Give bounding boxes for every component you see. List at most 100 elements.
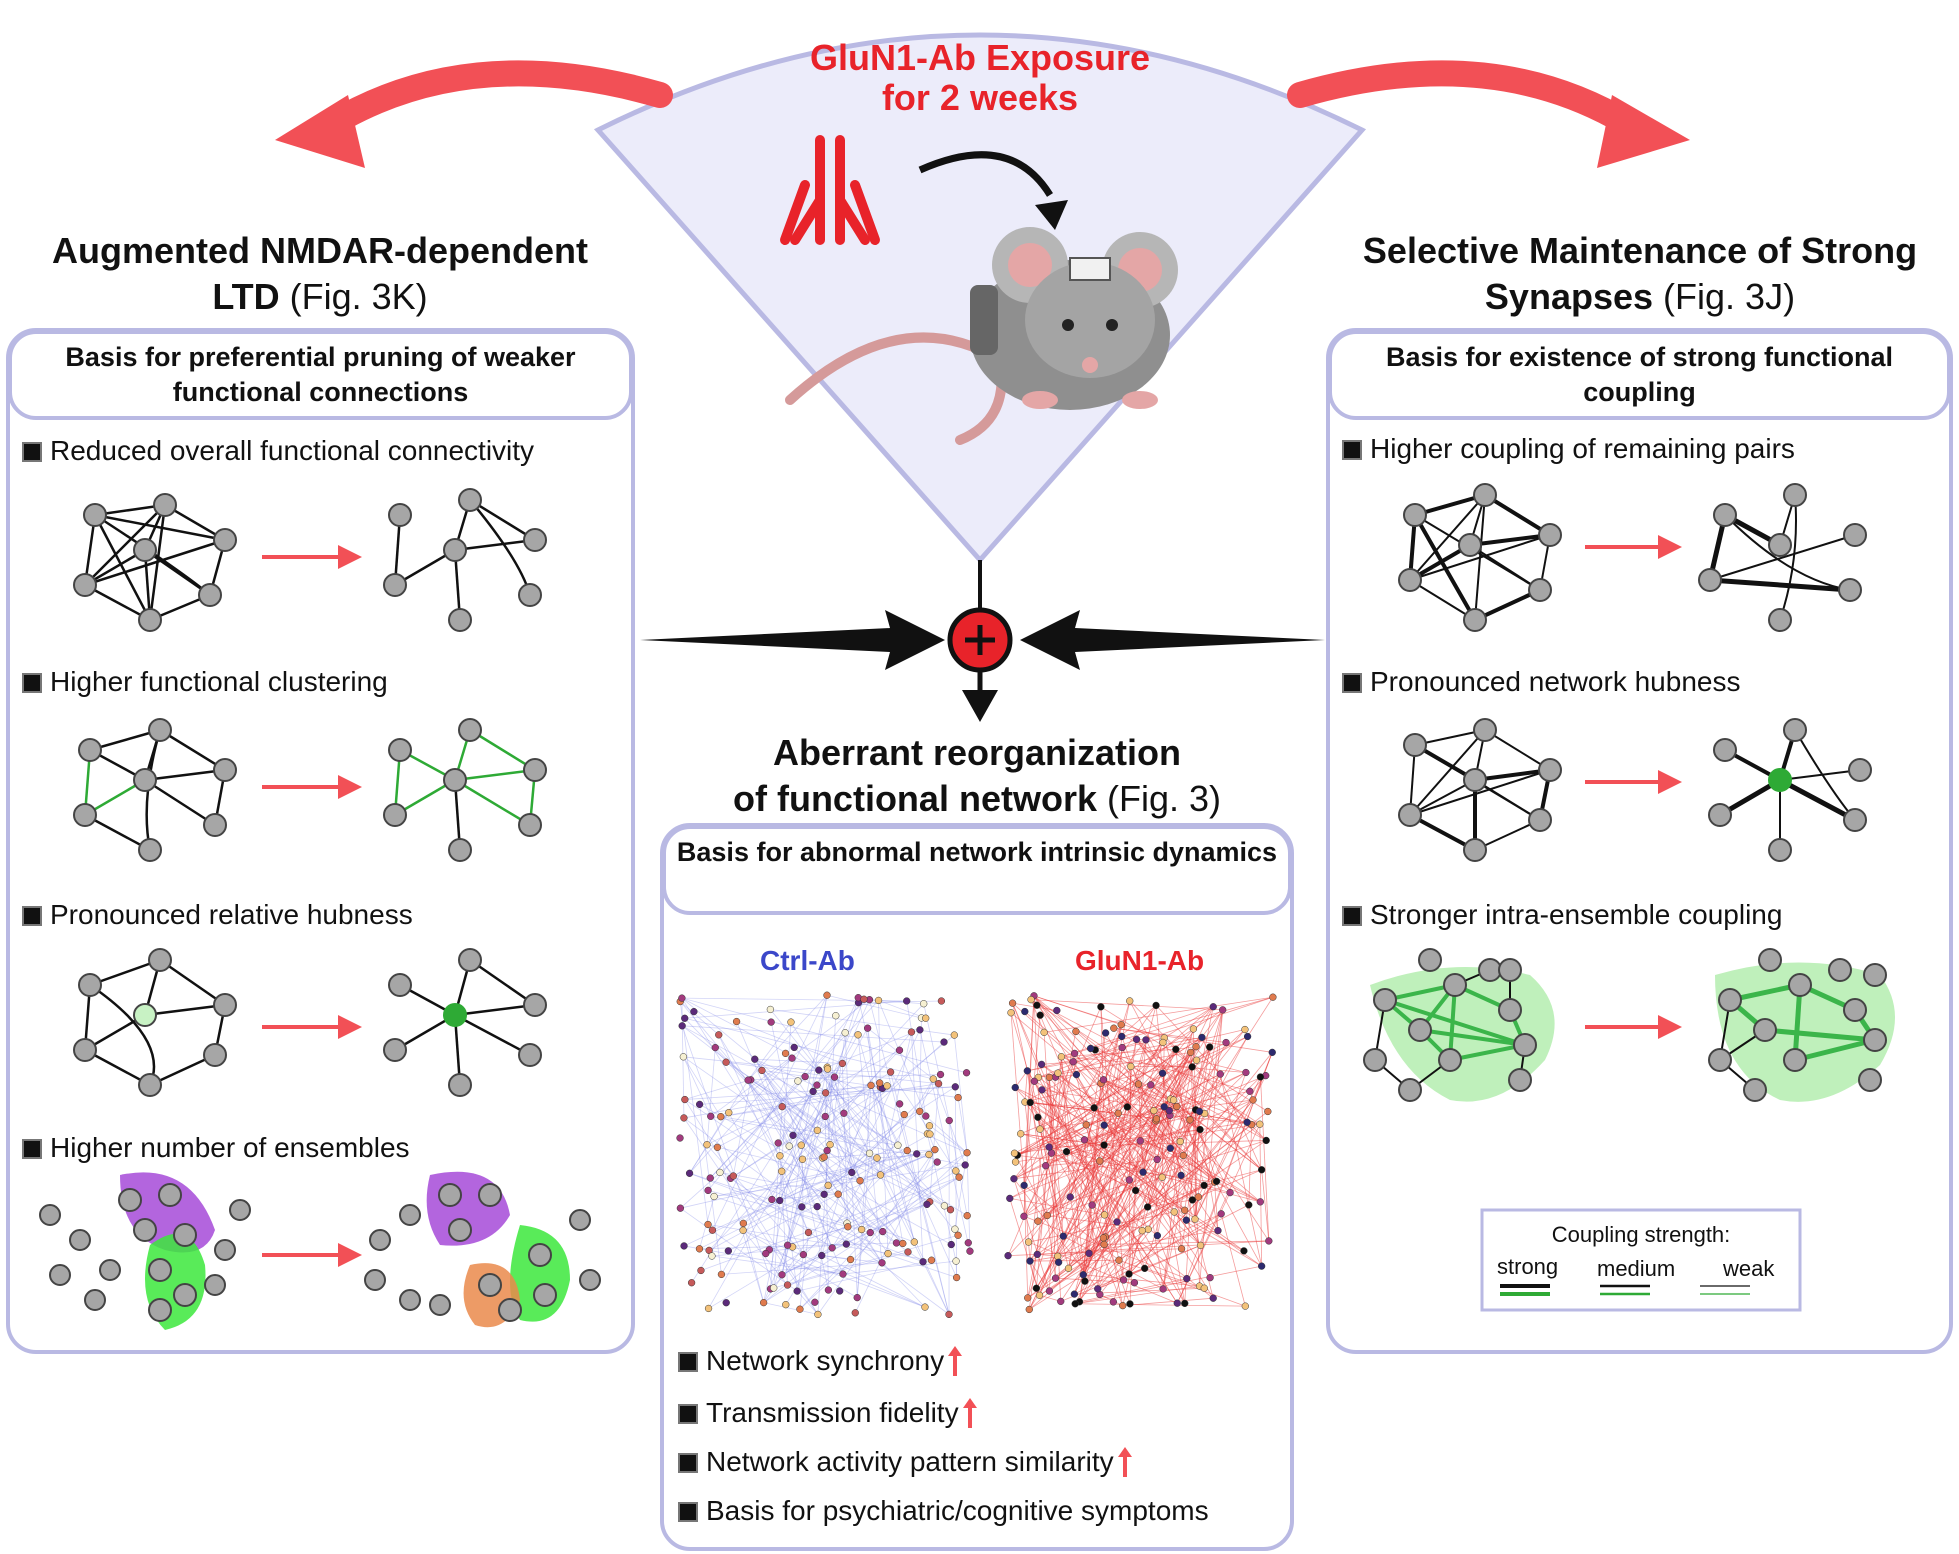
network-node [1165,1107,1173,1115]
network-node [883,1082,891,1090]
network-edge [1033,995,1095,1109]
network-edge [714,1174,881,1197]
ctrl-network-graph [676,991,974,1319]
network-node [826,1140,834,1149]
network-node [842,1240,850,1248]
network-edge [683,1117,950,1315]
network-edge [769,1249,926,1308]
network-edge [1220,1213,1246,1307]
network-edge [1037,1099,1254,1255]
network-edge [747,994,828,1081]
network-edge [793,1047,945,1207]
network-node [690,1007,698,1016]
network-edge [779,1155,926,1308]
right-panel [1326,328,1953,1354]
network-edge [1153,1110,1261,1203]
network-edge [929,1083,939,1202]
center-title: Aberrant reorganization of functional ne… [662,730,1292,822]
network-edge [684,1079,751,1100]
network-node [1130,1279,1139,1287]
network-edge [1007,1152,1052,1256]
network-edge [1247,996,1274,1037]
network-node [1027,995,1035,1004]
network-node [1217,1210,1225,1218]
network-edge [708,1189,871,1233]
network-node [936,1070,945,1079]
network-edge [707,998,865,1191]
network-node [1187,1048,1195,1057]
network-edge [730,1178,833,1249]
network-edge [1047,1215,1149,1230]
network-node [782,1301,790,1309]
network-node [713,1143,722,1151]
network-edge [827,1088,883,1186]
network-node [789,1131,797,1140]
network-node [1219,1006,1227,1014]
network-edge [859,1154,930,1182]
network-edge [1196,1036,1248,1061]
network-node [1265,1237,1273,1245]
network-edge [1058,1184,1205,1263]
network-edge [869,1114,905,1154]
network-node [931,1146,939,1154]
network-edge [1029,1230,1219,1262]
network-node [778,1271,786,1279]
network-node [790,1043,798,1052]
network-node [913,1150,921,1158]
network-edge [718,1034,847,1245]
network-node [866,1228,874,1237]
network-node [1119,1301,1127,1310]
network-edge [867,1028,904,1244]
legend-strong: strong [1497,1254,1559,1279]
network-node [876,1079,884,1087]
network-edge [1104,1240,1269,1245]
bullet-icon [678,1352,698,1372]
network-edge [842,1063,849,1227]
network-edge [954,1164,966,1230]
network-edge [730,1082,880,1179]
network-node [1159,1038,1167,1047]
network-edge [1039,1015,1101,1162]
network-edge [710,1115,966,1166]
network-edge [1049,1146,1261,1203]
network-node [1176,1137,1184,1146]
network-edge [788,1003,925,1147]
network-edge [1048,1036,1248,1148]
network-edge [1037,1248,1182,1255]
network-node [820,1190,828,1198]
network-edge [720,1083,939,1118]
network-edge [1057,1181,1215,1257]
network-node [1245,1201,1253,1209]
network-edge [1033,995,1041,1130]
network-edge [706,1106,783,1146]
legend-swatches [1500,1284,1750,1296]
ensemble-coupling-before [1363,948,1555,1102]
network-node [1200,1181,1208,1189]
network-edge [1091,1204,1214,1299]
network-edge [787,1251,909,1286]
bullet-icon [678,1502,698,1522]
network-edge [1104,1121,1248,1146]
center-title-line2: of functional network [732,778,1097,819]
network-node [927,1256,936,1264]
network-node [708,1252,716,1260]
network-node [1043,1211,1051,1220]
network-node [937,997,946,1005]
arrow-left-to-plus [640,610,945,670]
network-node [766,1005,775,1014]
network-node [933,1158,941,1166]
network-node [1209,1294,1217,1302]
network-node [1026,1257,1034,1265]
network-edge [781,1171,798,1292]
network-edge [763,995,828,1303]
network-edge [750,1079,968,1217]
network-node [783,1281,792,1289]
network-edge [1038,1077,1158,1160]
network-node [767,1018,775,1026]
network-edge [796,1254,804,1292]
network-node [768,1195,776,1204]
network-edge [742,1229,926,1308]
network-node [1209,1003,1217,1011]
network-node [1141,1264,1149,1273]
network-node [787,1018,795,1026]
